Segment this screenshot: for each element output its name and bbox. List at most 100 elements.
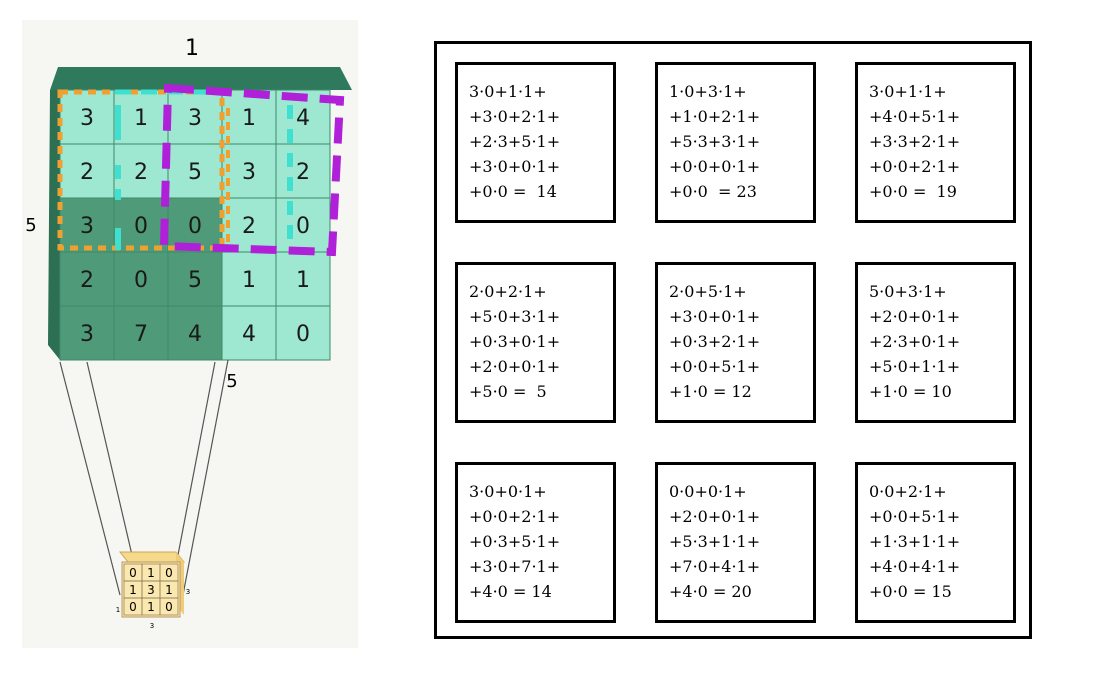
input-cell-value: 0 (188, 214, 202, 239)
calculation-line: +4·0 = 20 (669, 582, 752, 601)
kernel-cell-value: 0 (165, 600, 173, 614)
calculation-line: +2·3+0·1+ (869, 332, 961, 351)
input-cell (275, 305, 331, 361)
calculation-line: 5·0+3·1+ (869, 282, 947, 301)
input-cell-value: 1 (242, 106, 256, 131)
kernel-bottom-label: 3 (150, 622, 154, 630)
calculation-line: +2·0+0·1+ (869, 307, 961, 326)
width-label: 5 (226, 371, 237, 392)
calculation-line: +1·0 = 12 (669, 382, 752, 401)
cube-top-face (50, 67, 352, 90)
calculation-line: 2·0+5·1+ (669, 282, 747, 301)
input-cell-value: 3 (188, 106, 202, 131)
calculation-line: +4·0 = 14 (469, 582, 552, 601)
projection-line (181, 359, 229, 601)
kernel-cell-value: 0 (129, 566, 137, 580)
input-cell (275, 143, 331, 199)
input-cell (221, 251, 277, 307)
input-cell (167, 89, 223, 145)
calculation-line: +0·0 = 23 (669, 182, 757, 201)
calculation-line: +0·0+5·1+ (669, 357, 761, 376)
calculation-line: +4·0+5·1+ (869, 107, 961, 126)
calculation-line: +3·0+2·1+ (469, 107, 561, 126)
input-cell (275, 197, 331, 253)
input-cell (167, 305, 223, 361)
calculation-line: 3·0+0·1+ (469, 482, 547, 501)
calculation-box: 2·0+5·1++3·0+0·1++0·3+2·1++0·0+5·1++1·0 … (655, 262, 816, 423)
kernel-top-face (118, 551, 186, 563)
input-cell-value: 4 (242, 322, 256, 347)
calculation-line: +5·3+1·1+ (669, 532, 761, 551)
kernel-cell-value: 1 (147, 566, 155, 580)
projection-line (59, 361, 121, 596)
calculation-line: +0·0+2·1+ (869, 157, 961, 176)
input-cell (113, 251, 169, 307)
input-cell-value: 3 (80, 214, 94, 239)
kernel-cell-value: 3 (147, 583, 155, 597)
calculation-line: 0·0+0·1+ (669, 482, 747, 501)
cube-left-face (48, 90, 60, 360)
projection-line (86, 361, 133, 556)
input-cell-value: 3 (242, 160, 256, 185)
calculation-line: +5·3+3·1+ (669, 132, 761, 151)
calculation-box: 3·0+1·1++4·0+5·1++3·3+2·1++0·0+2·1++0·0 … (855, 62, 1016, 223)
input-cell-value: 2 (242, 214, 256, 239)
calculation-box: 1·0+3·1+ +1·0+2·1+ +5·3+3·1+ +0·0+0·1+ +0·0 … (655, 62, 816, 223)
calculation-line: +5·0+3·1+ (469, 307, 561, 326)
first-window-outline (57, 89, 225, 251)
calculation-line: +1·0 = 10 (869, 382, 952, 401)
kernel-cell-value: 1 (147, 600, 155, 614)
input-cell (221, 305, 277, 361)
calculation-line: +0·0+5·1+ (869, 507, 961, 526)
calculation-line: 1·0+3·1+ (669, 82, 747, 101)
input-cell-value: 0 (134, 268, 148, 293)
input-cell (275, 251, 331, 307)
calculation-line: +2·0+0·1+ (469, 357, 561, 376)
calculation-line: +3·0+0·1+ (469, 157, 561, 176)
calculation-box: 2·0+2·1++5·0+3·1++0·3+0·1++2·0+0·1++5·0 … (455, 262, 616, 423)
kernel-depth-label: 1 (116, 606, 120, 614)
input-cell (59, 305, 115, 361)
input-cell-value: 0 (296, 322, 310, 347)
calculation-panel: 3·0+1·1+ +3·0+2·1+ +2·3+5·1+ +3·0+0·1+ +0·0 … (434, 41, 1032, 639)
input-cell-value: 0 (134, 214, 148, 239)
calculation-line: +0·0 = 15 (869, 582, 952, 601)
calculation-line: +0·0 = 14 (469, 182, 557, 201)
calculation-line: +2·0+0·1+ (669, 507, 761, 526)
calculation-box: 3·0+1·1+ +3·0+2·1+ +2·3+5·1+ +3·0+0·1+ +0·0 … (455, 62, 616, 223)
calculation-line: 3·0+1·1+ (469, 82, 547, 101)
calculation-line: +7·0+4·1+ (669, 557, 761, 576)
depth-label: 1 (185, 36, 199, 61)
kernel-cell-value: 0 (165, 566, 173, 580)
second-window-outline (159, 83, 345, 257)
input-cell-value: 2 (296, 160, 310, 185)
input-cell-value: 1 (296, 268, 310, 293)
input-cell (59, 89, 115, 145)
input-cell-value: 7 (134, 322, 148, 347)
input-cell (113, 197, 169, 253)
input-cell-value: 2 (80, 160, 94, 185)
calculation-line: 2·0+2·1+ (469, 282, 547, 301)
calculation-line: +0·0+2·1+ (469, 507, 561, 526)
input-cell-value: 4 (188, 322, 202, 347)
kernel-cell-value: 1 (165, 583, 173, 597)
calculation-line: +2·3+5·1+ (469, 132, 561, 151)
calculation-line: +3·0+7·1+ (469, 557, 561, 576)
input-cell-value: 1 (134, 106, 148, 131)
calculation-line: +1·0+2·1+ (669, 107, 761, 126)
calculation-line: +0·0+0·1+ (669, 157, 761, 176)
kernel-cell-value: 0 (129, 600, 137, 614)
input-cell (59, 251, 115, 307)
input-cell-value: 3 (80, 106, 94, 131)
input-cell-value: 5 (188, 160, 202, 185)
input-cell-value: 2 (134, 160, 148, 185)
input-cell (113, 305, 169, 361)
input-grid (59, 89, 331, 361)
input-cell-value: 2 (80, 268, 94, 293)
calculation-box: 3·0+0·1++0·0+2·1++0·3+5·1++3·0+7·1++4·0 … (455, 462, 616, 623)
input-cell-value: 1 (242, 268, 256, 293)
input-cell (167, 143, 223, 199)
